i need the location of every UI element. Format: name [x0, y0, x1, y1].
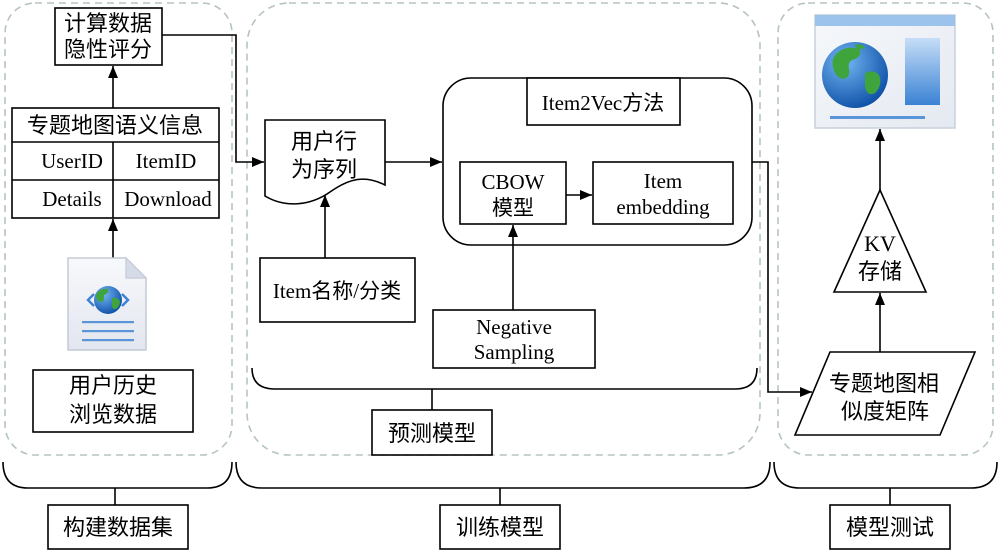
item2vec-title: Item2Vec方法 [542, 91, 664, 115]
section-label-model-test: 模型测试 [829, 504, 951, 550]
negative-sampling-line-2: Sampling [474, 340, 555, 364]
node-implicit-score: 计算数据 隐性评分 [54, 7, 163, 66]
similarity-matrix-line-2: 似度矩阵 [841, 399, 929, 424]
section-bracket-model-test [773, 461, 998, 489]
behavior-sequence-line-1: 用户行 [291, 129, 357, 154]
similarity-matrix-line-1: 专题地图相 [829, 371, 939, 396]
panel-train-model [246, 2, 761, 456]
negative-sampling-line-1: Negative [476, 315, 552, 339]
connector-score-to-sequence [162, 34, 264, 167]
section-label-build-dataset: 构建数据集 [47, 504, 189, 550]
web-document-icon [67, 256, 148, 351]
cbow-line-2: 模型 [492, 196, 534, 220]
cbow-line-1: CBOW [482, 170, 545, 194]
semantic-info-table: 专题地图语义信息 UserID ItemID Details Download [11, 107, 220, 219]
item-embedding-line-2: embedding [616, 195, 710, 219]
prediction-model-label: 预测模型 [388, 421, 476, 446]
section-bracket-build-dataset [2, 461, 233, 489]
implicit-score-line-1: 计算数据 [64, 11, 152, 36]
node-prediction-model: 预测模型 [371, 409, 493, 456]
kv-storage-line-2: 存储 [858, 259, 902, 284]
node-item-embedding: Item embedding [592, 161, 734, 225]
implicit-score-line-2: 隐性评分 [64, 37, 152, 62]
node-item-name-category: Item名称/分类 [259, 257, 416, 323]
panel-model-test [777, 2, 994, 456]
panel-build-dataset [4, 2, 233, 456]
section-label-train-model: 训练模型 [439, 504, 561, 550]
node-similarity-matrix: 专题地图相 似度矩阵 [793, 351, 977, 436]
prediction-model-brace [251, 367, 758, 390]
item-name-category-label: Item名称/分类 [273, 279, 401, 303]
browser-globe-icon [814, 14, 956, 129]
node-kv-storage: KV 存储 [832, 188, 928, 293]
browse-history-line-1: 用户历史 [69, 373, 157, 398]
connector-item2vec-to-matrix [752, 161, 812, 397]
behavior-sequence-line-2: 为序列 [291, 157, 357, 182]
model-test-label: 模型测试 [846, 515, 934, 540]
browse-history-line-2: 浏览数据 [69, 402, 157, 427]
node-negative-sampling: Negative Sampling [432, 309, 596, 369]
section-bracket-train-model [235, 461, 771, 489]
node-browse-history: 用户历史 浏览数据 [32, 369, 194, 433]
build-dataset-label: 构建数据集 [63, 515, 173, 540]
table-cell: ItemID [136, 149, 197, 173]
train-model-label: 训练模型 [456, 515, 544, 540]
item-embedding-line-1: Item [644, 169, 682, 193]
table-cell: UserID [41, 149, 103, 173]
kv-storage-line-1: KV [864, 231, 896, 256]
node-behavior-sequence: 用户行 为序列 [264, 119, 386, 205]
table-cell: Download [124, 187, 212, 211]
table-header: 专题地图语义信息 [27, 113, 203, 138]
table-cell: Details [42, 187, 101, 211]
node-cbow-model: CBOW 模型 [459, 161, 567, 225]
